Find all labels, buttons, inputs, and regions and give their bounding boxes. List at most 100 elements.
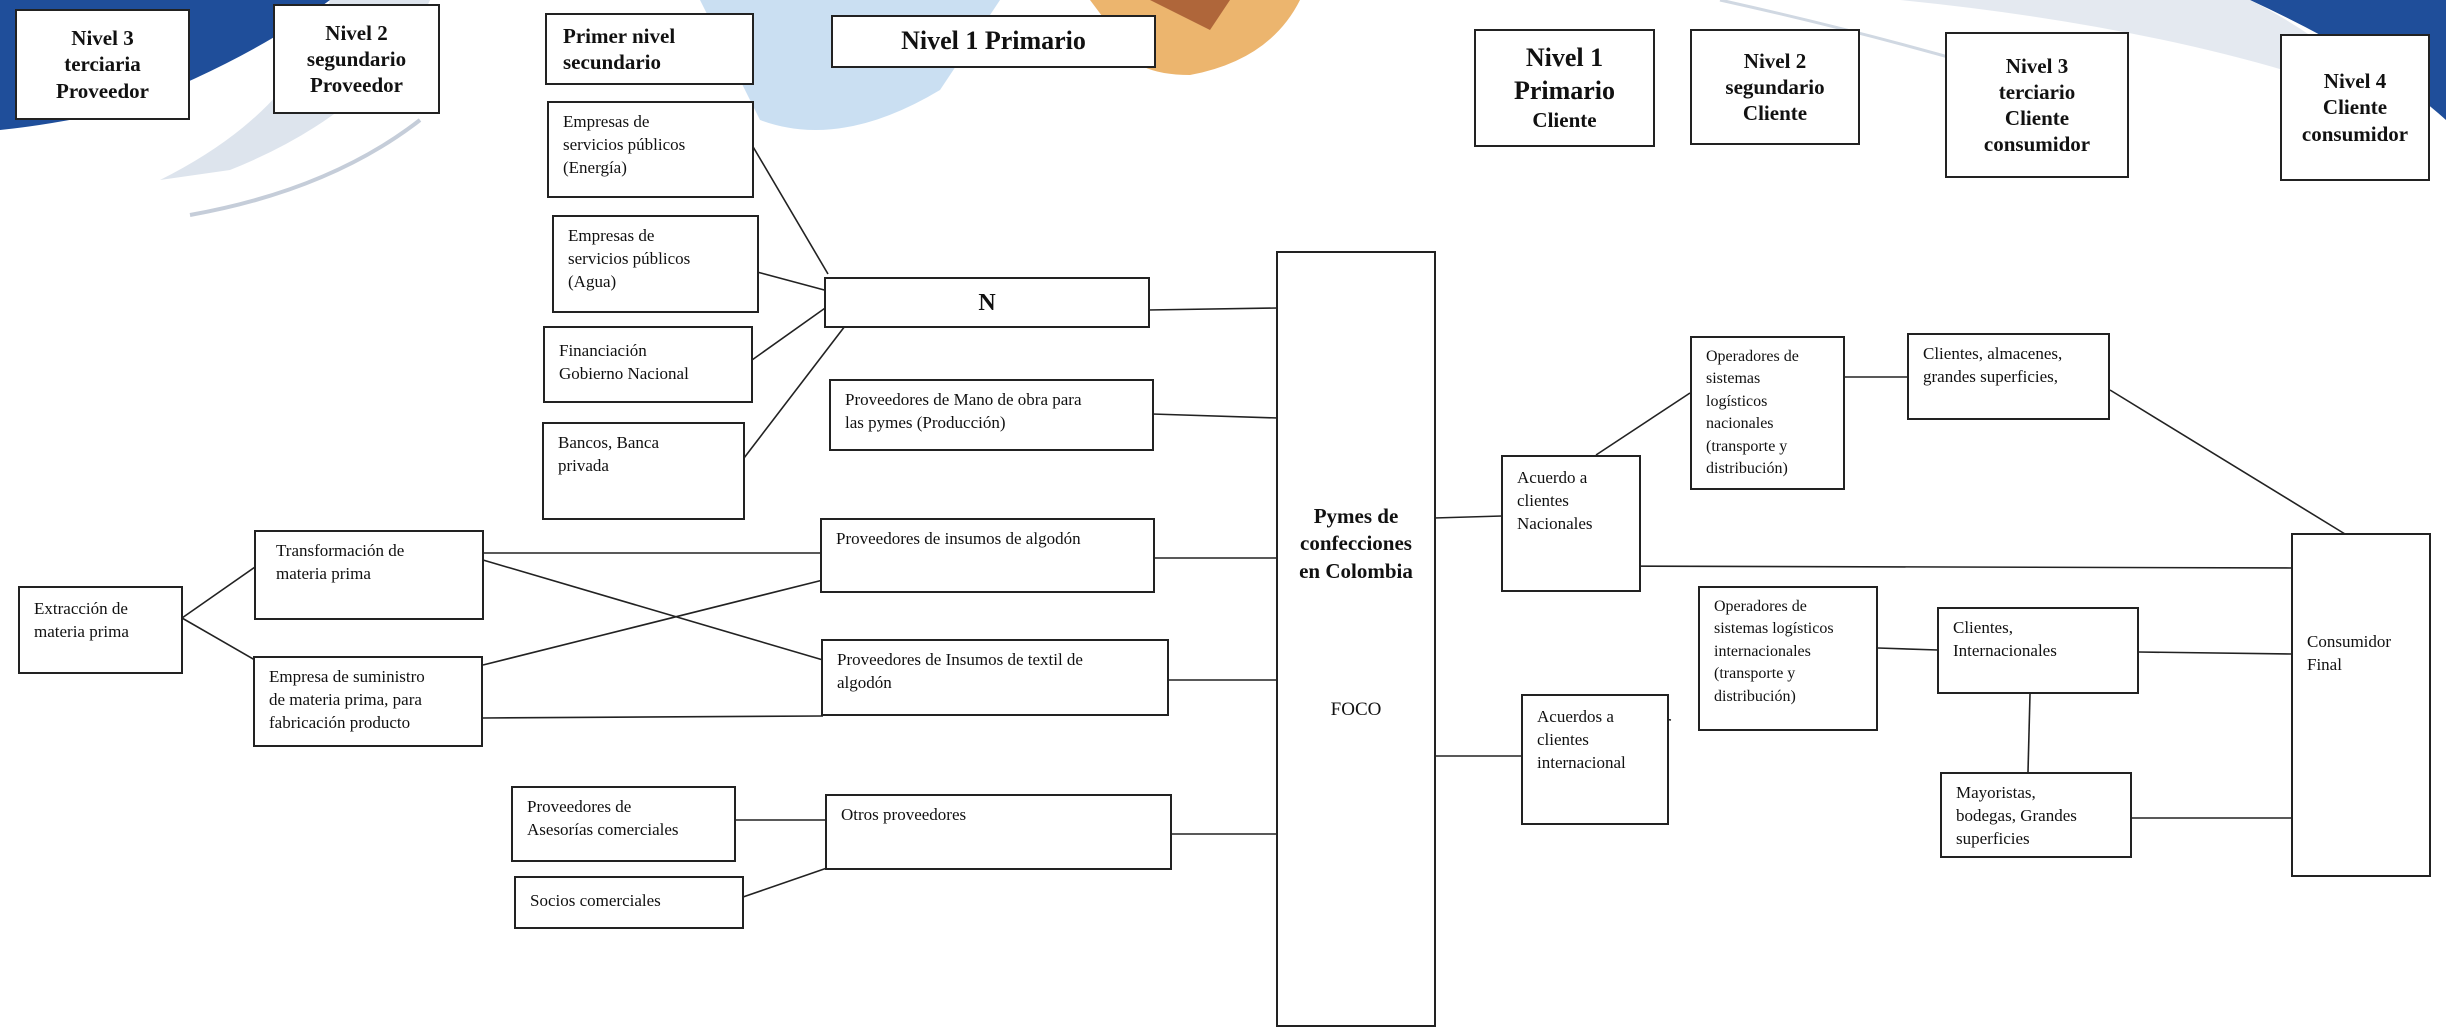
header-line: segundario — [1725, 74, 1825, 99]
node-insumos-algodon: Proveedores de insumos de algodón — [820, 518, 1155, 593]
node-clientes-almacenes: Clientes, almacenes, grandes superficies… — [1907, 333, 2110, 420]
node-line: Proveedores de — [527, 797, 632, 816]
connector — [1877, 647, 1939, 651]
node-line: clientes — [1537, 729, 1589, 749]
header-line: Cliente — [2322, 95, 2388, 120]
node-line: algodón — [837, 672, 892, 692]
swoosh-left-arc — [189, 118, 422, 217]
connector — [482, 579, 824, 666]
node-line: servicios públicos — [563, 134, 686, 154]
connector — [1151, 413, 1279, 419]
node-line: (transporte y — [1714, 665, 1796, 683]
header-line: Nivel 3 — [71, 26, 134, 51]
node-mayoristas: Mayoristas, bodegas, Grandes superficies — [1940, 772, 2132, 858]
pymes-title-line: en Colombia — [1299, 558, 1413, 583]
node-line: distribución) — [1714, 687, 1796, 705]
node-line: sistemas — [1706, 370, 1761, 388]
node-line: Consumidor — [2307, 632, 2392, 651]
header-line: terciaria — [64, 52, 141, 77]
connector — [742, 867, 828, 898]
header-line: Nivel 3 — [2005, 53, 2069, 78]
node-line: servicios públicos — [568, 248, 691, 268]
node-line: (Agua) — [568, 271, 617, 291]
header-line: Cliente — [1742, 101, 1808, 126]
node-line: grandes superficies, — [1923, 366, 2059, 386]
node-line: Extracción de — [34, 599, 128, 618]
node-line: Socios comerciales — [530, 891, 661, 910]
connector — [756, 271, 829, 292]
node-line: materia prima — [276, 563, 371, 583]
foco-label: FOCO — [1330, 699, 1382, 720]
pymes-title-line: confecciones — [1300, 531, 1412, 556]
node-line: bodegas, Grandes — [1956, 805, 2077, 825]
connector — [1147, 307, 1279, 311]
node-pymes-foco: Pymes de confecciones en Colombia FOCO — [1276, 251, 1436, 1027]
node-line: Bancos, Banca — [558, 433, 660, 452]
node-op-nacionales: Operadores de sistemas logísticos nacion… — [1690, 336, 1845, 490]
node-line: N — [978, 290, 996, 316]
connector — [2138, 651, 2293, 655]
header-line: secundario — [563, 50, 662, 74]
node-line: Proveedores de insumos de algodón — [836, 529, 1081, 548]
swoosh-center-brown — [1150, 0, 1230, 30]
connector — [1433, 515, 1503, 519]
header-line: Proveedor — [56, 78, 149, 103]
node-extraccion: Extracción de materia prima — [18, 586, 183, 674]
swoosh-right-light — [1900, 0, 2400, 110]
connector — [751, 305, 829, 361]
node-line: distribución) — [1706, 459, 1788, 477]
header-line: Nivel 2 — [1743, 48, 1807, 73]
node-line: materia prima — [34, 621, 129, 641]
header-line: Nivel 1 Primario — [901, 26, 1086, 56]
connector — [1597, 565, 2293, 569]
node-line: privada — [558, 455, 609, 475]
swoosh-right-blue — [2250, 0, 2446, 120]
node-line: Internacionales — [1953, 640, 2057, 660]
node-line: internacional — [1537, 752, 1626, 772]
connector — [181, 617, 256, 661]
node-line: fabricación producto — [269, 712, 411, 732]
node-socios: Socios comerciales — [514, 876, 744, 929]
node-line: sistemas logísticos — [1714, 620, 1834, 638]
connector — [1595, 392, 1691, 456]
header-line: consumidor — [2301, 121, 2409, 146]
node-line: Otros proveedores — [841, 805, 967, 824]
node-line: Empresa de suministro — [269, 667, 425, 686]
node-line: Empresas de — [563, 112, 650, 131]
node-line: superficies — [1956, 828, 2030, 848]
node-line: Acuerdo a — [1517, 468, 1588, 487]
node-transformacion: Transformación de materia prima — [254, 530, 484, 620]
node-line: clientes — [1517, 490, 1569, 510]
node-acuerdos-internacional: Acuerdos a clientes internacional — [1521, 694, 1669, 825]
node-insumos-textil: Proveedores de Insumos de textil de algo… — [821, 639, 1169, 716]
node-line: Asesorías comerciales — [527, 819, 679, 839]
node-line: Clientes, almacenes, — [1923, 344, 2063, 363]
node-otros-proveedores: Otros proveedores — [825, 794, 1172, 870]
header-line: Nivel 1 — [1525, 43, 1604, 73]
header-line: terciario — [1998, 79, 2076, 104]
node-clientes-internacionales: Clientes, Internacionales — [1937, 607, 2139, 694]
node-suministro: Empresa de suministro de materia prima, … — [253, 656, 483, 747]
header-nivel4-cliente: Nivel 4 Cliente consumidor — [2280, 34, 2430, 181]
node-line: Gobierno Nacional — [559, 363, 689, 383]
header-nivel3-cliente: Nivel 3 terciario Cliente consumidor — [1945, 32, 2129, 178]
header-line: Primario — [1513, 75, 1616, 105]
pymes-title: Pymes de confecciones en Colombia — [1278, 503, 1434, 585]
node-line: Operadores de — [1706, 348, 1799, 365]
node-line: Clientes, — [1953, 618, 2013, 637]
connector — [751, 144, 829, 275]
node-consumidor-final: Consumidor Final — [2291, 533, 2431, 877]
connector — [2027, 693, 2031, 773]
connector — [482, 559, 824, 661]
node-line: Final — [2307, 654, 2342, 674]
header-line: segundario — [306, 46, 407, 71]
header-line: Proveedor — [310, 73, 403, 98]
node-bancos: Bancos, Banca privada — [542, 422, 745, 520]
node-line: las pymes (Producción) — [845, 412, 1006, 432]
header-nivel1-cliente: Nivel 1 Primario Cliente — [1474, 29, 1655, 147]
node-line: de materia prima, para — [269, 689, 422, 709]
header-line: consumidor — [1983, 132, 2091, 157]
header-line: Cliente — [2004, 106, 2070, 130]
node-op-internacionales: Operadores de sistemas logísticos intern… — [1698, 586, 1878, 731]
